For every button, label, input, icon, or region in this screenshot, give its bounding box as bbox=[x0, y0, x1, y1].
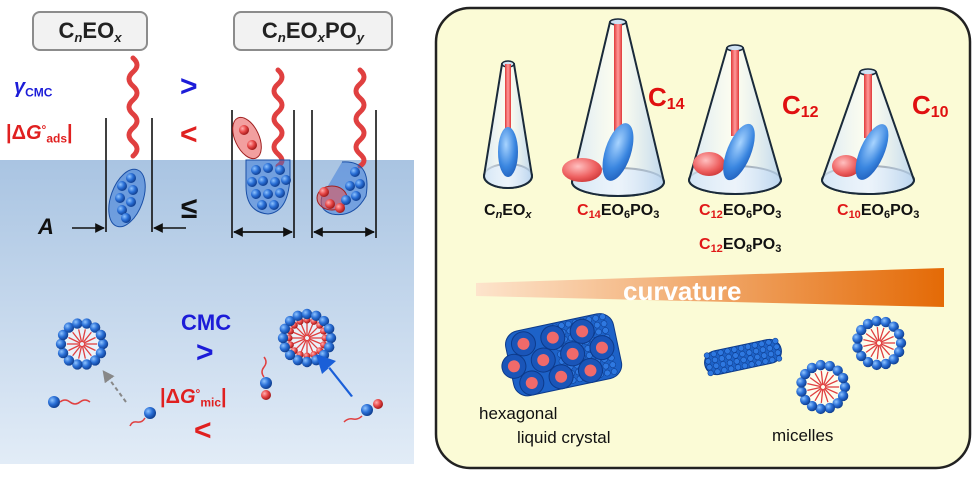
surfactant-cneoxpoy-interface-b bbox=[311, 67, 377, 238]
label-text: EO bbox=[82, 18, 115, 43]
formula-part: PO bbox=[890, 202, 914, 219]
formula-part: EO bbox=[722, 202, 746, 219]
cone-c10 bbox=[820, 68, 916, 195]
label-sub: x bbox=[114, 29, 122, 45]
formula-part: PO bbox=[630, 202, 654, 219]
liquid-crystal-label: liquid crystal bbox=[517, 428, 611, 447]
micelle-left bbox=[55, 318, 109, 370]
label-cneox: CnEOx bbox=[32, 11, 148, 51]
chain-n: 14 bbox=[666, 96, 685, 113]
label-sub: y bbox=[356, 29, 365, 45]
dg-open: |Δ bbox=[6, 122, 26, 144]
hexagonal-label: hexagonal bbox=[479, 404, 558, 423]
surfactant-cneoxpoy-interface-a bbox=[231, 67, 295, 238]
compare-area: ≤ bbox=[181, 192, 198, 225]
formula-part: 3 bbox=[775, 243, 782, 255]
gamma-sub: CMC bbox=[25, 85, 53, 100]
formula-label: CnEOx bbox=[484, 202, 532, 221]
formula-part: 3 bbox=[775, 209, 782, 221]
formula-part: EO bbox=[502, 202, 526, 219]
cmc-label: CMC bbox=[181, 310, 232, 335]
formula-part: 12 bbox=[710, 209, 723, 221]
label-sub: n bbox=[74, 29, 83, 45]
formula-part: x bbox=[525, 209, 532, 221]
formula-part: EO bbox=[722, 236, 746, 253]
formula-part: C bbox=[699, 236, 711, 253]
formula-part: 8 bbox=[745, 243, 753, 255]
free-monomers bbox=[48, 354, 383, 427]
chain-n: 12 bbox=[800, 104, 819, 121]
dg-mic-label: |ΔG°mic| bbox=[160, 386, 227, 410]
formula-part: EO bbox=[600, 202, 624, 219]
chain-length-label: C10 bbox=[912, 90, 949, 122]
dg-deg: ° bbox=[195, 386, 201, 401]
dg-g: G bbox=[25, 122, 42, 144]
gamma-cmc-label: γCMC bbox=[14, 76, 52, 100]
spherical-micelle-1 bbox=[852, 315, 907, 371]
formula-part: C bbox=[699, 202, 711, 219]
chain-c: C bbox=[782, 90, 801, 120]
curvature-wedge bbox=[476, 268, 944, 307]
spherical-micelle-2 bbox=[796, 359, 851, 415]
gamma-symbol: γ bbox=[14, 76, 26, 98]
formula-part: n bbox=[495, 209, 503, 221]
formula-part: C bbox=[577, 202, 589, 219]
formula-part: C bbox=[484, 202, 496, 219]
label-text: PO bbox=[324, 18, 357, 43]
water-phase bbox=[0, 160, 414, 464]
dg-sub: ads bbox=[46, 131, 68, 146]
formula-label: C12EO6PO3 bbox=[699, 202, 781, 221]
formula-part: 6 bbox=[623, 209, 631, 221]
formula-label: C14EO6PO3 bbox=[577, 202, 659, 221]
label-text: C bbox=[261, 18, 278, 43]
chain-c: C bbox=[648, 82, 667, 112]
micelles-label: micelles bbox=[772, 426, 834, 445]
formula-part: 6 bbox=[745, 209, 753, 221]
dg-close: | bbox=[67, 122, 73, 144]
dg-deg: ° bbox=[41, 122, 47, 137]
formula-label-2: C12EO8PO3 bbox=[699, 236, 781, 255]
label-cneoxpoy: CnEOxPOy bbox=[233, 11, 393, 51]
label-sub: x bbox=[317, 29, 325, 45]
chain-c: C bbox=[912, 90, 931, 120]
dg-close: | bbox=[221, 386, 227, 408]
formula-part: C bbox=[837, 202, 849, 219]
formula-part: 3 bbox=[913, 209, 920, 221]
formula-part: 3 bbox=[653, 209, 660, 221]
cone-c12 bbox=[687, 44, 783, 195]
dg-open: |Δ bbox=[160, 386, 180, 408]
chain-n: 10 bbox=[930, 104, 949, 121]
formula-part: 6 bbox=[883, 209, 891, 221]
dg-ads-label: |ΔG°ads| bbox=[6, 122, 73, 146]
formula-part: PO bbox=[752, 236, 776, 253]
area-label: A bbox=[38, 214, 54, 239]
formula-part: EO bbox=[860, 202, 884, 219]
chain-length-label: C12 bbox=[782, 90, 819, 122]
formula-part: 10 bbox=[848, 209, 861, 221]
compare-cmc: > bbox=[196, 336, 214, 369]
label-text: C bbox=[58, 18, 75, 43]
label-text: EO bbox=[285, 18, 318, 43]
surfactant-cneox-interface bbox=[72, 55, 186, 233]
label-sub: n bbox=[277, 29, 286, 45]
formula-label: C10EO6PO3 bbox=[837, 202, 919, 221]
dg-g: G bbox=[179, 386, 196, 408]
formula-part: 14 bbox=[588, 209, 601, 221]
hexagonal-liquid-crystal bbox=[501, 313, 623, 397]
chain-length-label: C14 bbox=[648, 82, 685, 114]
micelle-right bbox=[277, 308, 337, 368]
cone-cneox bbox=[482, 60, 534, 189]
cone-c14 bbox=[562, 18, 666, 197]
compare-dg-mic: < bbox=[194, 414, 212, 447]
compare-dg-ads: < bbox=[180, 118, 198, 151]
curvature-label: curvature bbox=[623, 276, 742, 306]
compare-gamma: > bbox=[180, 70, 198, 103]
formula-part: PO bbox=[752, 202, 776, 219]
rod-micelle bbox=[703, 337, 783, 377]
dg-sub: mic bbox=[200, 395, 222, 410]
formula-part: 12 bbox=[710, 243, 723, 255]
